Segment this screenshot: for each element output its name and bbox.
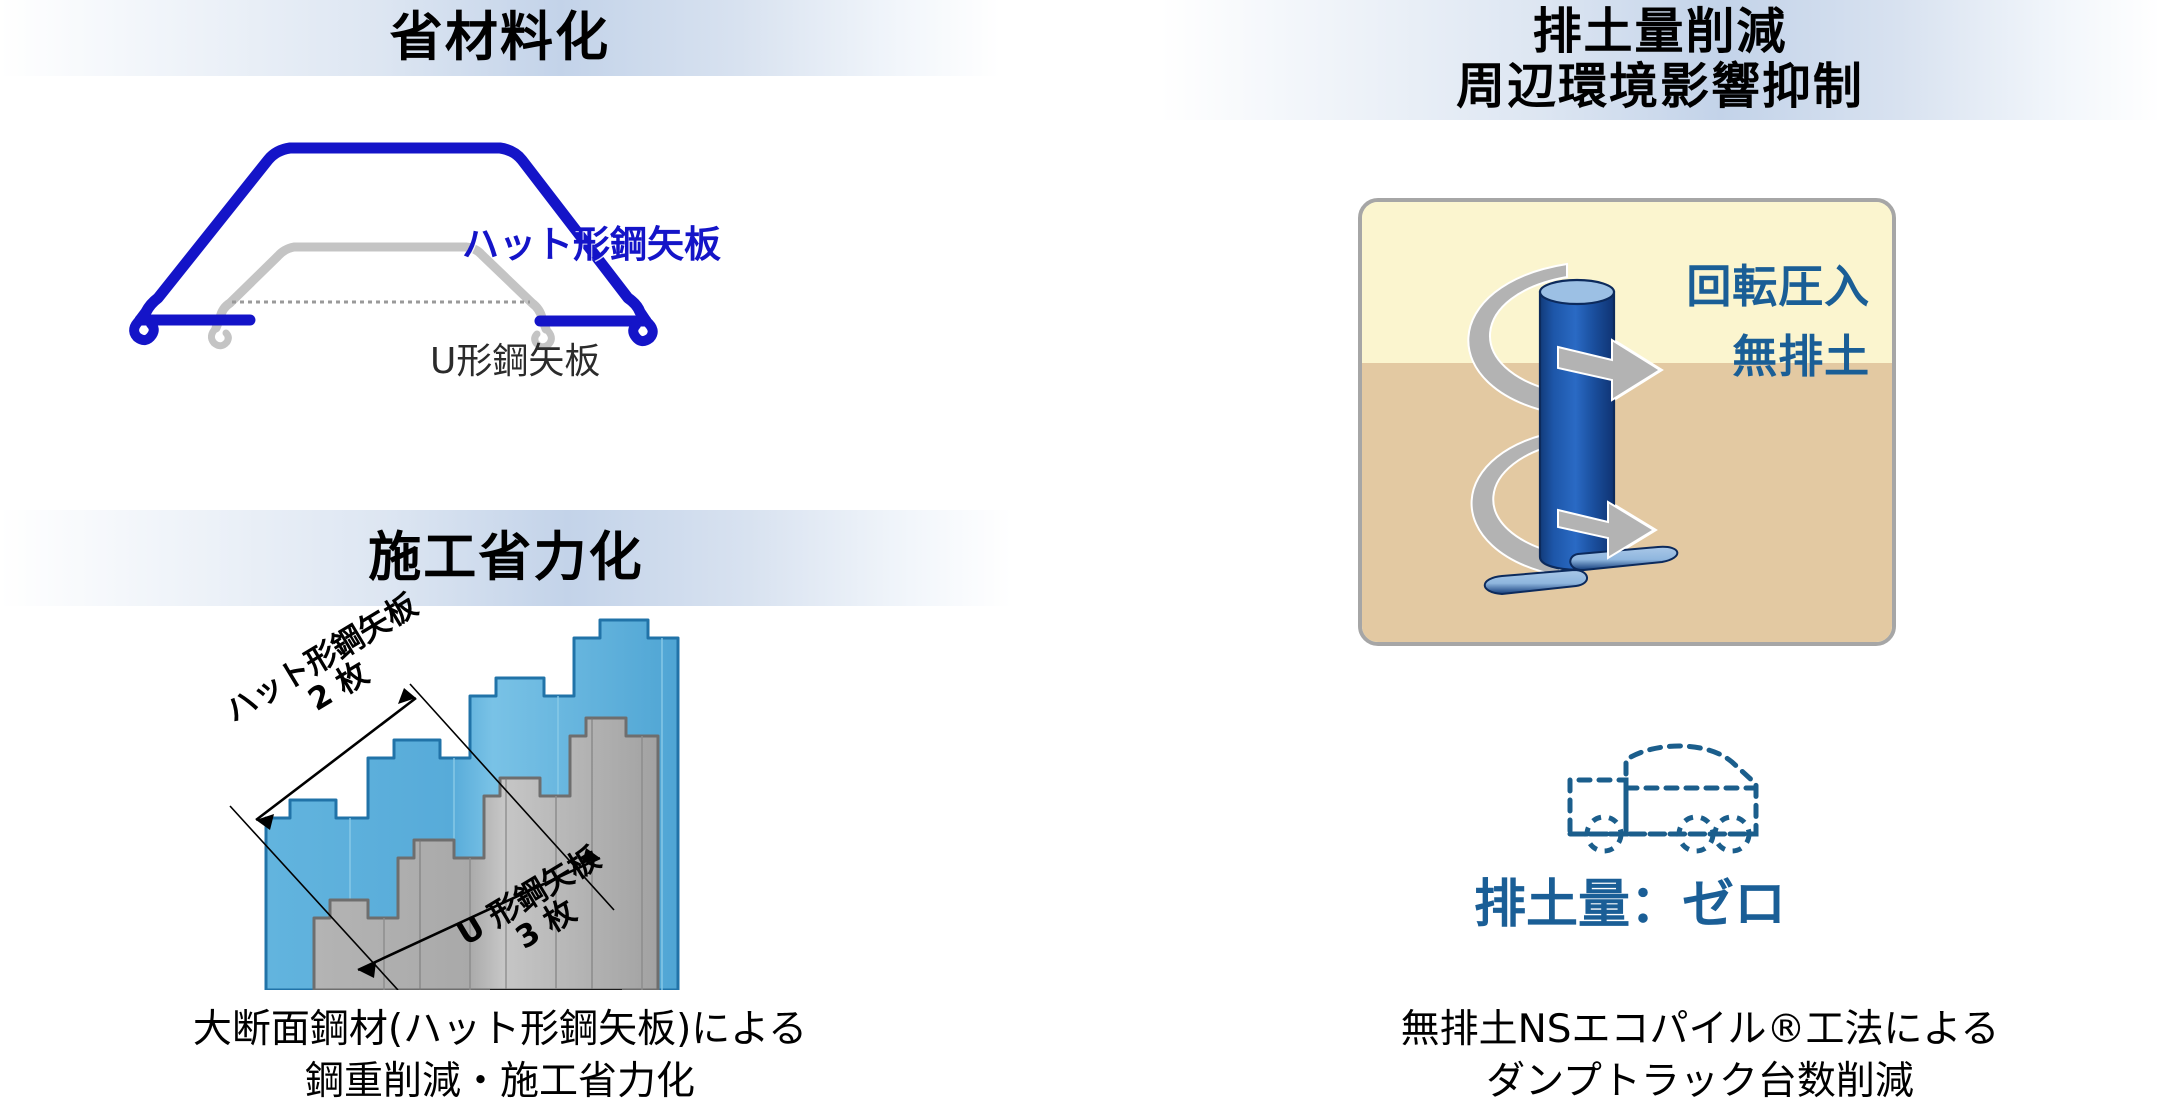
rotation-arrow-front-upper	[1557, 338, 1662, 402]
u-pile-label: U形鋼矢板	[430, 341, 601, 382]
u-pile-profile	[211, 242, 551, 334]
ground-layer	[1362, 362, 1892, 642]
panel-label-rotary-press-in: 回転圧入	[1686, 260, 1870, 313]
left-caption-line1: 大断面鋼材(ハット形鋼矢板)による	[192, 1007, 808, 1052]
dump-truck-dashed-icon	[1556, 736, 1806, 854]
left-caption-line2: 鋼重削減・施工省力化	[304, 1059, 695, 1105]
rotary-press-in-panel: 回転圧入 無排土	[1358, 198, 1896, 646]
u-pile-interlocks	[207, 324, 555, 351]
header-band-soil-reduction: 排土量削減 周辺環境影響抑制	[1160, 0, 2160, 120]
right-caption-line2: ダンプトラック台数削減	[1486, 1059, 1914, 1105]
header-title-save-material: 省材料化	[389, 7, 611, 69]
arrowheads	[256, 688, 600, 978]
truck-wheel-rear-2	[1712, 814, 1752, 854]
truck-wheel-front	[1584, 814, 1624, 854]
hat-pile-label: ハット形鋼矢板	[462, 223, 721, 266]
u-pile-bodies	[312, 716, 660, 990]
sheet-pile-cross-section-figure: ハット形鋼矢板 U形鋼矢板	[100, 96, 900, 382]
panel-label-no-spoil: 無排土	[1732, 330, 1870, 383]
header-title-soil-reduction-line1: 排土量削減	[1532, 3, 1788, 61]
dimension-arrow-hat	[255, 696, 417, 822]
left-caption: 大断面鋼材(ハット形鋼矢板)による 鋼重削減・施工省力化	[110, 1004, 890, 1109]
header-title-soil-reduction-line2: 周辺環境影響抑制	[1456, 58, 1864, 115]
hat-pile-profile	[134, 142, 652, 327]
dimension-extension-lines	[229, 683, 622, 990]
right-caption-line1: 無排土NSエコパイル®工法による	[1400, 1007, 2000, 1052]
pile-screw-blades	[1483, 545, 1679, 596]
hat-pile-interlocks	[129, 315, 658, 346]
zero-spoil-headline: 排土量：ゼロ	[1473, 875, 1786, 935]
sky-layer	[1362, 202, 1892, 363]
header-title-save-labor: 施工省力化	[368, 527, 644, 589]
header-band-save-labor: 施工省力化	[0, 510, 1012, 606]
dimension-arrow-u	[357, 856, 601, 972]
pile-top-opening	[1538, 278, 1616, 306]
header-band-save-material: 省材料化	[0, 0, 1000, 76]
pile-comparison-illustration	[218, 618, 738, 990]
right-caption: 無排土NSエコパイル®工法による ダンプトラック台数削減	[1300, 1004, 2100, 1109]
rotation-arrow-front-lower	[1557, 500, 1656, 560]
